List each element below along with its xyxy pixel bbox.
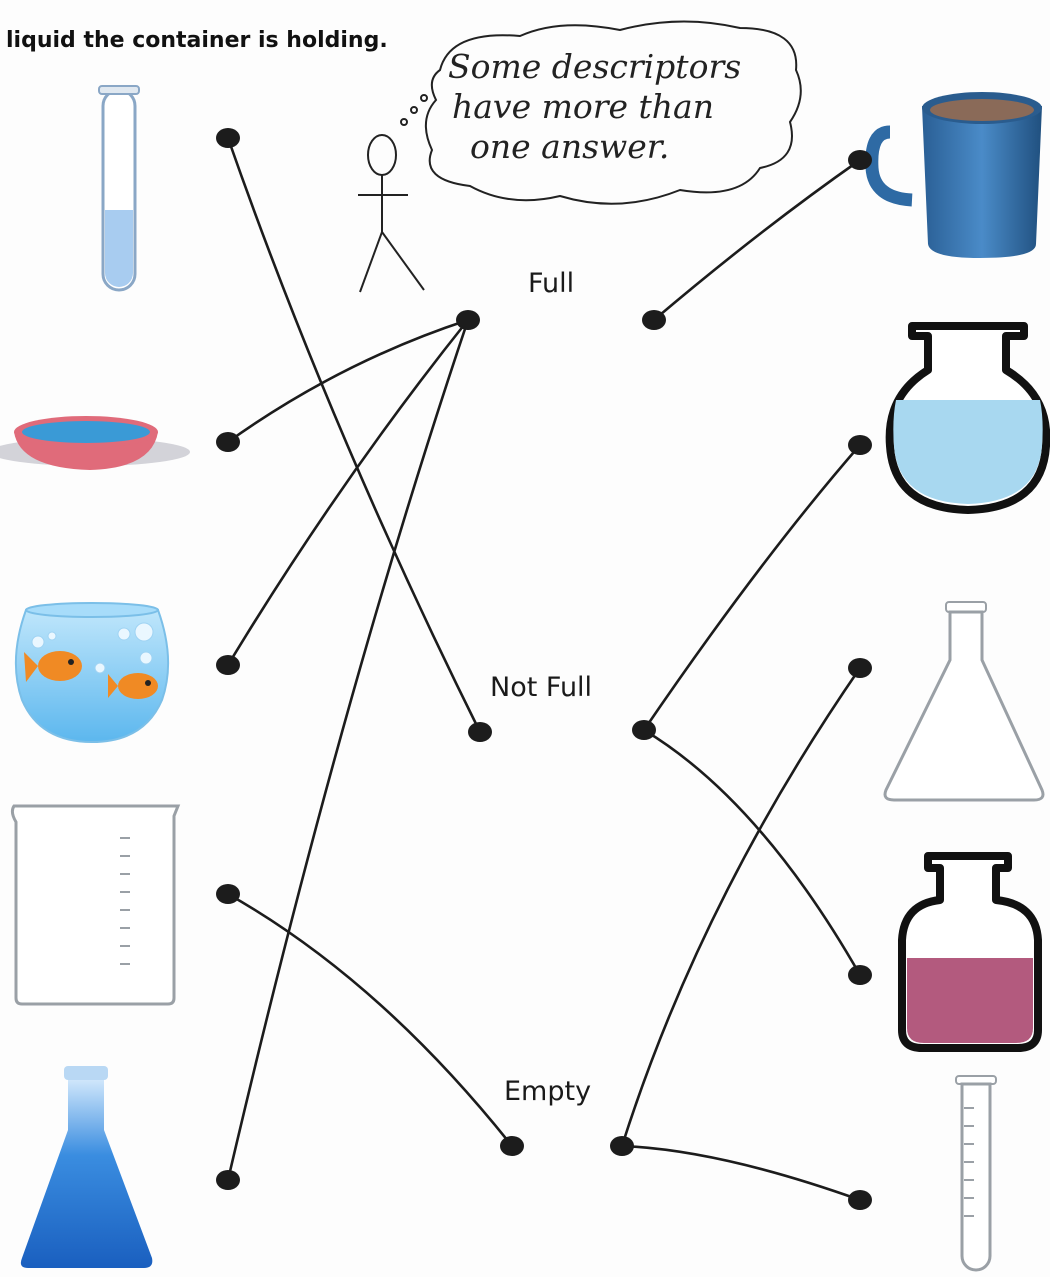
note-line-3: one answer. <box>470 127 670 166</box>
empty-erlenmeyer-flask <box>883 601 1045 802</box>
empty-test-tube <box>955 1075 997 1272</box>
dot-not-full-right[interactable] <box>632 720 656 740</box>
round-flask-blue <box>885 322 1050 514</box>
test-tube-blue <box>98 85 140 292</box>
fish-bowl <box>14 602 170 744</box>
instructions-line: liquid the container is holding. <box>6 28 388 53</box>
bottle-pink <box>898 852 1042 1052</box>
dot-right-pink-bottle[interactable] <box>848 965 872 985</box>
fish-icon <box>24 651 82 682</box>
dot-empty-left[interactable] <box>500 1136 524 1156</box>
dot-not-full-left[interactable] <box>468 722 492 742</box>
dot-right-mug[interactable] <box>848 150 872 170</box>
dot-empty-right[interactable] <box>610 1136 634 1156</box>
dot-right-round-flask[interactable] <box>848 435 872 455</box>
dot-left-test-tube[interactable] <box>216 128 240 148</box>
label-empty: Empty <box>504 1076 592 1107</box>
dot-full-left[interactable] <box>456 310 480 330</box>
label-not-full: Not Full <box>490 672 593 703</box>
fish-icon <box>108 673 158 699</box>
dot-left-beaker[interactable] <box>216 884 240 904</box>
pet-dish <box>0 416 190 470</box>
note-line-2: have more than <box>452 87 714 126</box>
matching-lines <box>226 136 862 1202</box>
dot-right-test-tube[interactable] <box>848 1190 872 1210</box>
stick-figure <box>358 94 428 293</box>
empty-beaker <box>10 804 181 1006</box>
blue-erlenmeyer-flask <box>20 1066 153 1268</box>
dot-full-right[interactable] <box>642 310 666 330</box>
dot-right-erlenmeyer[interactable] <box>848 658 872 678</box>
coffee-mug <box>865 92 1042 258</box>
dot-left-pet-dish[interactable] <box>216 432 240 452</box>
thought-bubble <box>425 20 802 205</box>
dot-left-blue-flask[interactable] <box>216 1170 240 1190</box>
note-line-1: Some descriptors <box>448 47 742 86</box>
dot-left-fish-bowl[interactable] <box>216 655 240 675</box>
label-full: Full <box>528 268 575 299</box>
